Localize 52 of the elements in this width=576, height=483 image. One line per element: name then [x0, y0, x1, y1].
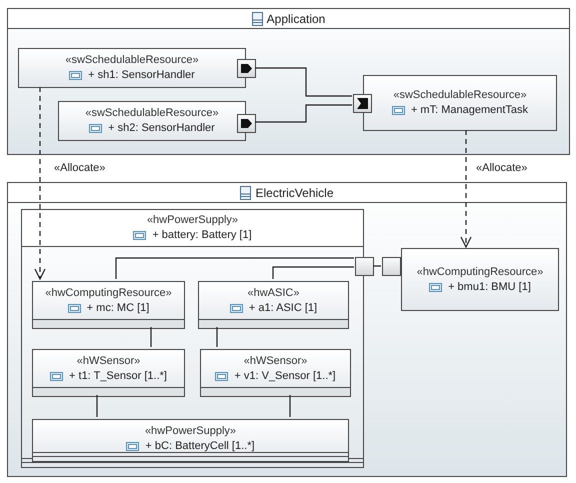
connector-line [96, 395, 98, 417]
part-name: + t1: T_Sensor [1..*] [69, 368, 167, 384]
stereotype-label: «hWSensor» [244, 354, 308, 368]
stereotype-label: «hwComputingResource» [45, 286, 172, 300]
part-box [363, 75, 557, 131]
part-box [200, 349, 351, 397]
part-name: + a1: ASIC [1] [248, 300, 318, 316]
dashed-arrow [460, 130, 472, 248]
part-name: + mT: ManagementTask [410, 103, 528, 118]
stereotype-label: «hwASIC» [248, 286, 300, 300]
stereotype-label: «hwComputingResource» [416, 264, 544, 280]
stereotype-label: «swSchedulableResource» [393, 88, 527, 103]
stereotype-label: «hWSensor» [76, 354, 140, 368]
port-box [237, 114, 256, 133]
connector-line [150, 327, 152, 347]
connector-line [115, 257, 354, 279]
stereotype-label: «hwPowerSupply» [146, 213, 238, 228]
part-name: + sh2: SensorHandler [108, 121, 215, 136]
stereotype-label: «hwPowerSupply» [144, 424, 236, 438]
port-box [237, 59, 256, 78]
connector-line [373, 265, 381, 267]
connector-line [272, 266, 354, 279]
stereotype-label: «swSchedulableResource» [65, 53, 199, 68]
connector-line [255, 67, 352, 97]
container-part-box [21, 209, 364, 468]
part-name: + sh1: SensorHandler [88, 68, 195, 83]
port-box [355, 257, 374, 276]
part-box [32, 281, 185, 329]
part-name: + bmu1: BMU [1] [448, 280, 531, 294]
edge-label: «Allocate» [52, 162, 108, 174]
part-box [198, 281, 349, 329]
part-box [18, 48, 246, 88]
connector-line [289, 395, 291, 417]
connector-line [216, 327, 218, 347]
edge-label: «Allocate» [474, 162, 530, 174]
connector-line [255, 104, 352, 123]
part-name: + mc: MC [1] [86, 300, 150, 316]
package-frame [7, 182, 567, 477]
frame-title: ElectricVehicle [255, 186, 334, 200]
dashed-arrow [34, 87, 46, 280]
part-box [401, 248, 559, 311]
part-name: + bC: BatteryCell [1..*] [145, 438, 255, 454]
port-box [382, 257, 401, 276]
frame-title: Application [266, 12, 326, 26]
stereotype-label: «swSchedulableResource» [85, 106, 219, 121]
part-box [32, 349, 185, 397]
part-box [32, 419, 349, 462]
part-name: + v1: V_Sensor [1..*] [234, 368, 336, 384]
part-name: + battery: Battery [1] [152, 228, 252, 243]
port-box [353, 94, 372, 113]
part-box [58, 101, 246, 141]
package-frame [7, 8, 570, 155]
